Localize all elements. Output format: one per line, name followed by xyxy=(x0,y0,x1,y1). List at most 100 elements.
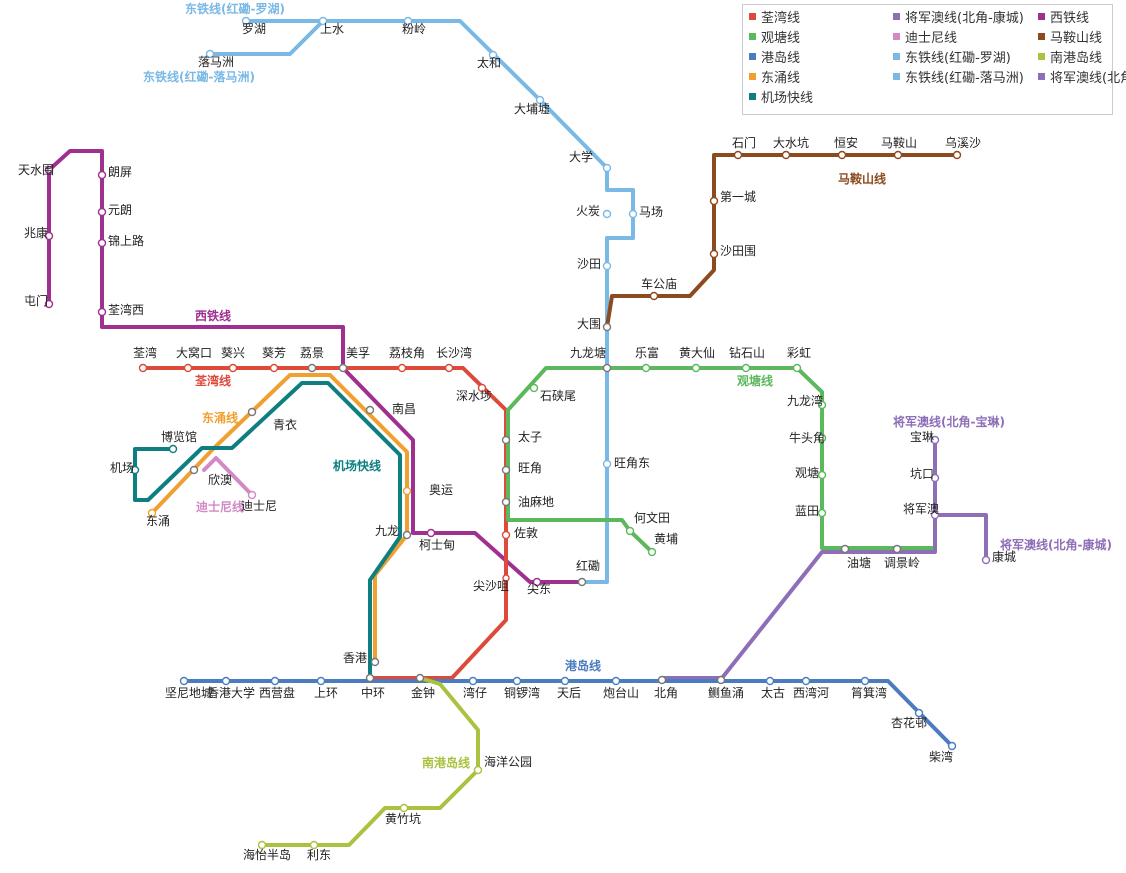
station-bolanguan[interactable]: 博览馆 xyxy=(161,429,197,454)
station-dashuikeng[interactable]: 大水坑 xyxy=(773,135,809,160)
station-chegongmiao[interactable]: 车公庙 xyxy=(641,276,677,301)
station-daxue[interactable]: 大学 xyxy=(569,149,612,173)
svg-text:落马洲: 落马洲 xyxy=(198,55,234,69)
station-paotaishan[interactable]: 炮台山 xyxy=(603,676,639,701)
station-kengkou[interactable]: 坑口 xyxy=(910,466,940,483)
station-baolin[interactable]: 宝琳 xyxy=(910,430,940,445)
station-jianshaju[interactable]: 尖沙咀 xyxy=(473,574,510,593)
station-jiulongwan[interactable]: 九龙湾 xyxy=(787,393,827,410)
station-huangdaxian[interactable]: 黄大仙 xyxy=(679,346,715,373)
station-dawei[interactable]: 大围 xyxy=(577,317,612,332)
station-guantang[interactable]: 观塘 xyxy=(795,465,827,480)
station-shatian[interactable]: 沙田 xyxy=(577,257,612,271)
station-wanzai[interactable]: 湾仔 xyxy=(463,676,487,701)
station-beijiao[interactable]: 北角 xyxy=(654,675,678,701)
station-diyicheng[interactable]: 第一城 xyxy=(709,190,757,206)
station-caihong[interactable]: 彩虹 xyxy=(787,346,811,373)
station-jianni[interactable]: 坚尼地城 xyxy=(165,676,213,701)
station-dabuxu[interactable]: 大埔墟 xyxy=(514,95,550,117)
station-shimen[interactable]: 石门 xyxy=(732,135,756,160)
station-kuixing[interactable]: 葵兴 xyxy=(221,346,245,373)
station-kangcheng[interactable]: 康城 xyxy=(981,549,1017,565)
station-quanwanxi[interactable]: 荃湾西 xyxy=(97,302,145,317)
station-xinao[interactable]: 欣澳 xyxy=(189,465,233,488)
station-xiwanhe[interactable]: 西湾河 xyxy=(793,676,829,701)
station-tianshuiwei[interactable]: 天水围 xyxy=(18,163,54,177)
station-shanghuan[interactable]: 上环 xyxy=(314,676,338,701)
station-luomazhou[interactable]: 落马洲 xyxy=(198,49,234,70)
station-haiyibandao[interactable]: 海怡半岛 xyxy=(243,840,291,863)
legend-item: 东铁线(红磡-罗湖) xyxy=(893,51,1011,67)
station-lantian[interactable]: 蓝田 xyxy=(795,504,827,518)
station-lizhijiao[interactable]: 荔枝角 xyxy=(389,345,425,373)
station-taizi[interactable]: 太子 xyxy=(501,429,543,445)
station-zhaokang[interactable]: 兆康 xyxy=(24,225,54,241)
station-jiandong[interactable]: 尖东 xyxy=(527,577,551,597)
station-wangjiao[interactable]: 旺角 xyxy=(501,461,543,475)
station-luohu[interactable]: 罗湖 xyxy=(241,16,266,37)
station-wuxisha[interactable]: 乌溪沙 xyxy=(945,135,981,160)
station-aoyun[interactable]: 奥运 xyxy=(402,483,454,497)
station-lidong[interactable]: 利东 xyxy=(307,840,331,863)
station-shiyawei[interactable]: 石硖尾 xyxy=(529,383,577,404)
station-zuanshishan[interactable]: 钻石山 xyxy=(729,345,765,373)
station-jiangjunao[interactable]: 将军澳 xyxy=(903,502,940,520)
station-changshawan[interactable]: 长沙湾 xyxy=(436,345,472,373)
station-hengan[interactable]: 恒安 xyxy=(834,135,858,160)
legend-item: 观塘线 xyxy=(749,31,800,47)
station-huotan[interactable]: 火炭 xyxy=(576,204,612,219)
station-xiyingpan[interactable]: 西营盘 xyxy=(259,676,295,701)
station-keshidian[interactable]: 柯士甸 xyxy=(419,528,455,553)
station-youmadi[interactable]: 油麻地 xyxy=(501,494,555,509)
station-dishini[interactable]: 迪士尼 xyxy=(241,490,277,514)
station-niutoujiao[interactable]: 牛头角 xyxy=(789,430,827,445)
station-xianggangdaxue[interactable]: 香港大学 xyxy=(207,676,255,701)
station-tunmen[interactable]: 屯门 xyxy=(24,293,54,309)
station-taihe[interactable]: 太和 xyxy=(477,50,501,71)
station-nanchang[interactable]: 南昌 xyxy=(365,401,417,416)
station-zhonghuan[interactable]: 中环 xyxy=(361,673,385,701)
station-taigu[interactable]: 太古 xyxy=(761,676,785,701)
station-shatianwei[interactable]: 沙田围 xyxy=(709,244,757,259)
station-dakoukou[interactable]: 大窝口 xyxy=(176,345,212,373)
station-quanwan[interactable]: 荃湾 xyxy=(133,345,157,373)
station-hongkan[interactable]: 红磡 xyxy=(576,558,600,587)
station-xianggang[interactable]: 香港 xyxy=(343,651,380,667)
station-maanshan[interactable]: 马鞍山 xyxy=(881,135,917,160)
station-jichang[interactable]: 机场 xyxy=(110,461,140,475)
station-chaiwan[interactable]: 柴湾 xyxy=(929,741,957,765)
station-zuodun[interactable]: 佐敦 xyxy=(501,525,539,540)
station-xinghuacun[interactable]: 杏花邨 xyxy=(891,708,927,731)
station-kuifang[interactable]: 葵芳 xyxy=(262,346,286,373)
station-jinshanglu[interactable]: 锦上路 xyxy=(97,233,145,248)
station-huangzhukeng[interactable]: 黄竹坑 xyxy=(385,803,421,827)
station-meifu[interactable]: 美孚 xyxy=(338,346,371,373)
station-tiaojingling[interactable]: 调景岭 xyxy=(884,544,920,571)
legend-swatch xyxy=(893,73,900,80)
station-youtang[interactable]: 油塘 xyxy=(840,544,872,571)
station-jiulongtang[interactable]: 九龙塘 xyxy=(570,345,612,373)
station-lefu[interactable]: 乐富 xyxy=(635,345,659,373)
station-qingyi[interactable]: 青衣 xyxy=(247,407,298,433)
station-lijing[interactable]: 荔景 xyxy=(300,346,324,373)
station-machang[interactable]: 马场 xyxy=(628,205,664,219)
station-tongluowan[interactable]: 铜锣湾 xyxy=(504,676,540,701)
station-yuanlang[interactable]: 元朗 xyxy=(97,203,133,217)
station-wangjiaodong[interactable]: 旺角东 xyxy=(602,456,651,470)
station-dongyong[interactable]: 东涌 xyxy=(146,508,170,529)
station-langping[interactable]: 朗屏 xyxy=(97,165,133,180)
station-tianhou[interactable]: 天后 xyxy=(557,676,581,701)
station-shaojiwan[interactable]: 筲箕湾 xyxy=(851,676,887,701)
station-huangpu[interactable]: 黄埔 xyxy=(647,532,679,557)
station-shenshuibu[interactable]: 深水埗 xyxy=(456,383,492,404)
legend-item: 将军澳线(北角-宝琳) xyxy=(1038,71,1126,87)
svg-text:深水埗: 深水埗 xyxy=(456,389,492,403)
station-jinzhong[interactable]: 金钟 xyxy=(411,673,435,701)
station-jiulong[interactable]: 九龙 xyxy=(375,524,412,540)
station-hewentian[interactable]: 何文田 xyxy=(625,510,671,536)
station-fenling[interactable]: 粉岭 xyxy=(402,16,426,37)
station-shangshui[interactable]: 上水 xyxy=(318,16,345,37)
station-zeyuyong[interactable]: 鲗鱼涌 xyxy=(708,675,744,701)
station-haiyanggongyuan[interactable]: 海洋公园 xyxy=(473,754,533,775)
svg-text:大水坑: 大水坑 xyxy=(773,135,809,150)
